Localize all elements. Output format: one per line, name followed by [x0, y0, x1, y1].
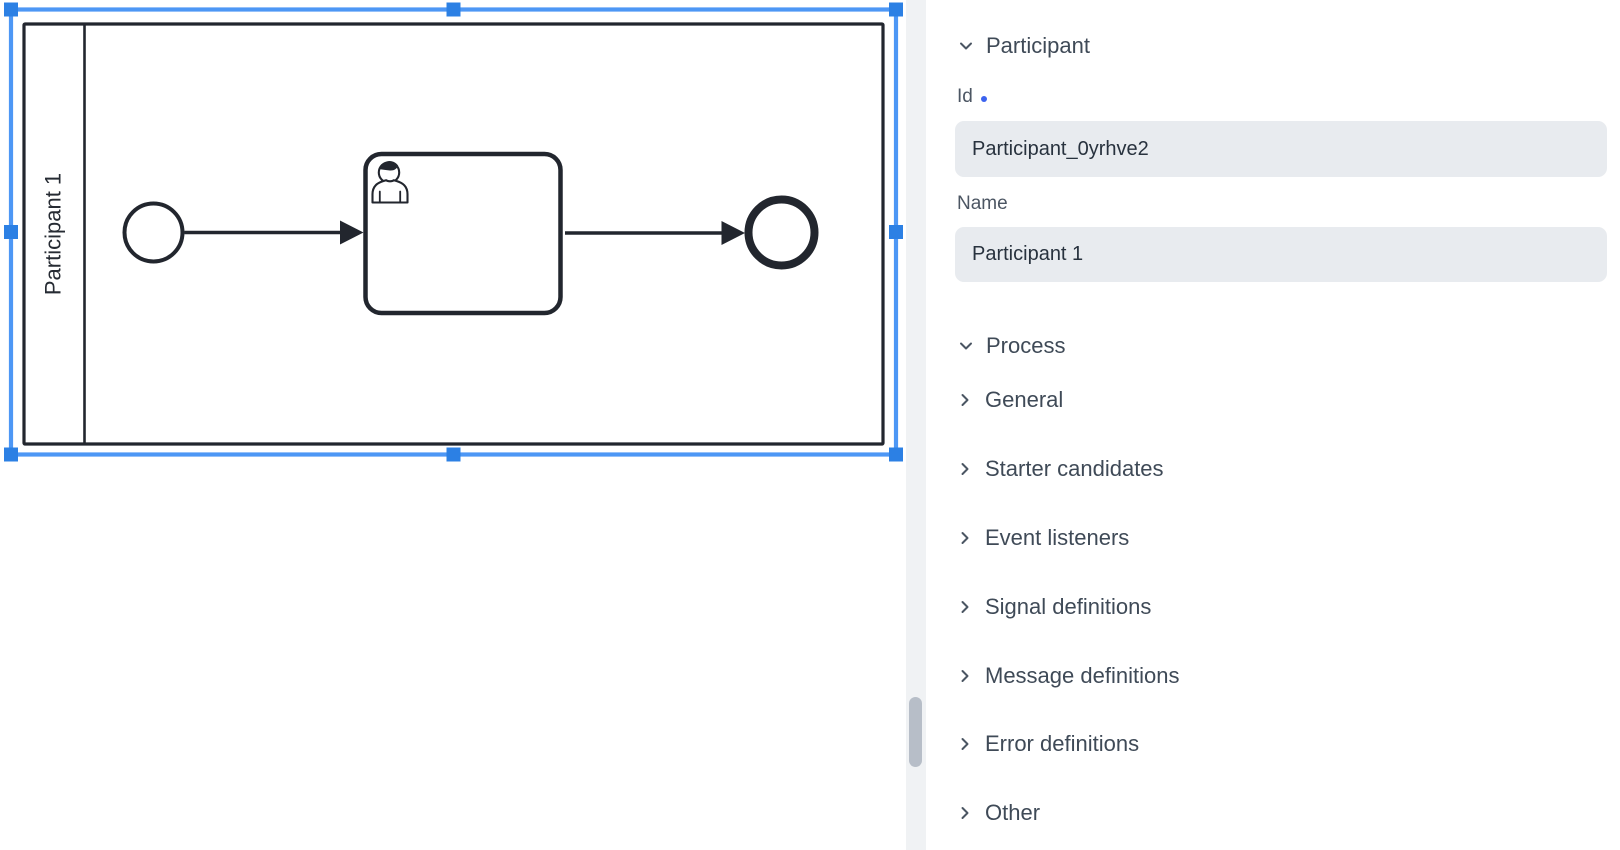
chevron-right-icon [961, 532, 969, 544]
section-general[interactable]: General [957, 387, 1063, 413]
user-task[interactable] [363, 151, 563, 316]
resize-handle-se[interactable] [889, 447, 903, 462]
pool-label: Participant 1 [41, 173, 66, 295]
section-label: General [985, 387, 1064, 412]
user-icon [371, 161, 409, 204]
arrowhead-icon [721, 221, 745, 245]
group-header-participant[interactable]: Participant [957, 32, 1090, 60]
properties-panel: Participant Id Name Process General [926, 0, 1620, 850]
resize-handle-nw[interactable] [4, 2, 18, 17]
resize-handle-ne[interactable] [889, 2, 903, 17]
resize-handle-n[interactable] [446, 2, 461, 17]
resize-handle-sw[interactable] [4, 447, 18, 462]
required-dot-icon [980, 95, 987, 102]
section-label: Other [985, 800, 1041, 825]
section-signal-definitions[interactable]: Signal definitions [957, 594, 1151, 620]
resize-handle-w[interactable] [4, 225, 18, 239]
section-label: Starter candidates [985, 456, 1164, 481]
sequence-flow-1[interactable] [184, 220, 364, 245]
panel-scrollbar-track[interactable] [906, 0, 926, 850]
sequence-flow-2[interactable] [565, 221, 745, 245]
chevron-right-icon [961, 670, 969, 682]
chevron-right-icon [961, 394, 969, 406]
group-header-process[interactable]: Process [957, 332, 1065, 360]
section-label: Error definitions [985, 731, 1140, 756]
section-other[interactable]: Other [957, 800, 1040, 826]
section-error-definitions[interactable]: Error definitions [957, 731, 1139, 757]
section-label: Message definitions [985, 663, 1180, 688]
arrowhead-icon [340, 220, 364, 245]
resize-handle-s[interactable] [446, 447, 461, 462]
id-field-label: Id [957, 86, 987, 108]
panel-scrollbar-thumb[interactable] [909, 697, 922, 767]
chevron-right-icon [961, 807, 969, 819]
section-label: Signal definitions [985, 594, 1152, 619]
diagram-canvas[interactable]: Participant 1 [0, 0, 906, 850]
section-label: Event listeners [985, 525, 1130, 550]
chevron-right-icon [961, 601, 969, 613]
name-input[interactable] [955, 227, 1607, 282]
group-title: Process [986, 333, 1066, 358]
name-field-label: Name [957, 193, 1008, 214]
section-message-definitions[interactable]: Message definitions [957, 663, 1179, 689]
start-event[interactable] [122, 201, 185, 264]
chevron-down-icon [960, 342, 972, 350]
chevron-right-icon [961, 738, 969, 750]
group-title: Participant [986, 33, 1090, 58]
resize-handle-e[interactable] [889, 225, 903, 239]
end-event[interactable] [744, 195, 819, 270]
chevron-down-icon [960, 42, 972, 50]
id-input[interactable] [955, 121, 1607, 177]
chevron-right-icon [961, 463, 969, 475]
section-event-listeners[interactable]: Event listeners [957, 525, 1129, 551]
section-starter-candidates[interactable]: Starter candidates [957, 456, 1164, 482]
